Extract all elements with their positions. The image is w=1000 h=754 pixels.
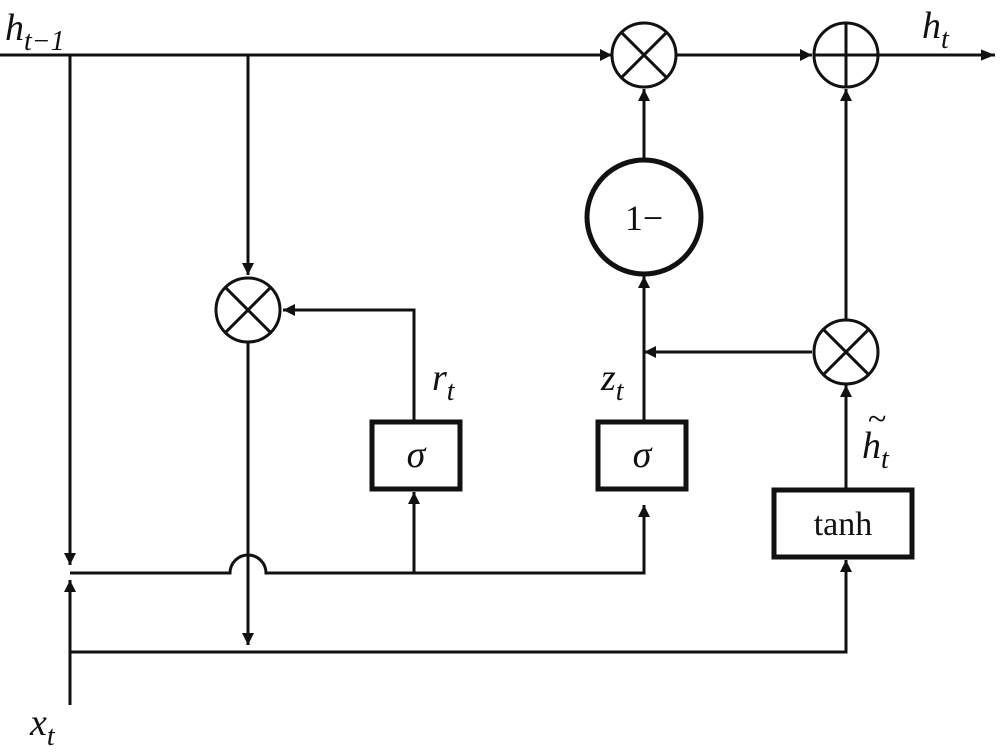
top-multiply-node <box>610 21 678 89</box>
update-gate-sigma-box: σ <box>595 419 689 492</box>
h-t-label: ht <box>922 5 950 55</box>
h-tilde-label: ht <box>862 425 890 475</box>
tanh-input-line <box>70 560 852 654</box>
r-t-line <box>283 304 416 422</box>
reset-sigma-label: σ <box>407 434 427 476</box>
one-minus-label: 1− <box>625 198 663 238</box>
tanh-box: tanh <box>771 487 915 560</box>
plus-icon <box>814 23 878 87</box>
update-sigma-label: σ <box>633 434 653 476</box>
reset-gate-sigma-box: σ <box>369 419 463 492</box>
reset-multiply-node <box>214 276 282 344</box>
one-minus-node: 1− <box>584 157 704 277</box>
r-t-label: rt <box>432 357 456 407</box>
multiply-icon <box>620 31 668 79</box>
tanh-label: tanh <box>814 506 873 543</box>
multiply-icon <box>224 286 272 334</box>
h-tilde-accent: ~ <box>868 401 886 438</box>
multiply-icon <box>822 328 870 376</box>
x-t-label: xt <box>29 702 56 752</box>
output-add-node <box>812 21 880 89</box>
h-prev-label: ht−1 <box>5 7 65 57</box>
candidate-multiply-node <box>812 318 880 386</box>
concat-bus-line <box>70 505 650 575</box>
z-t-label: zt <box>600 357 625 407</box>
